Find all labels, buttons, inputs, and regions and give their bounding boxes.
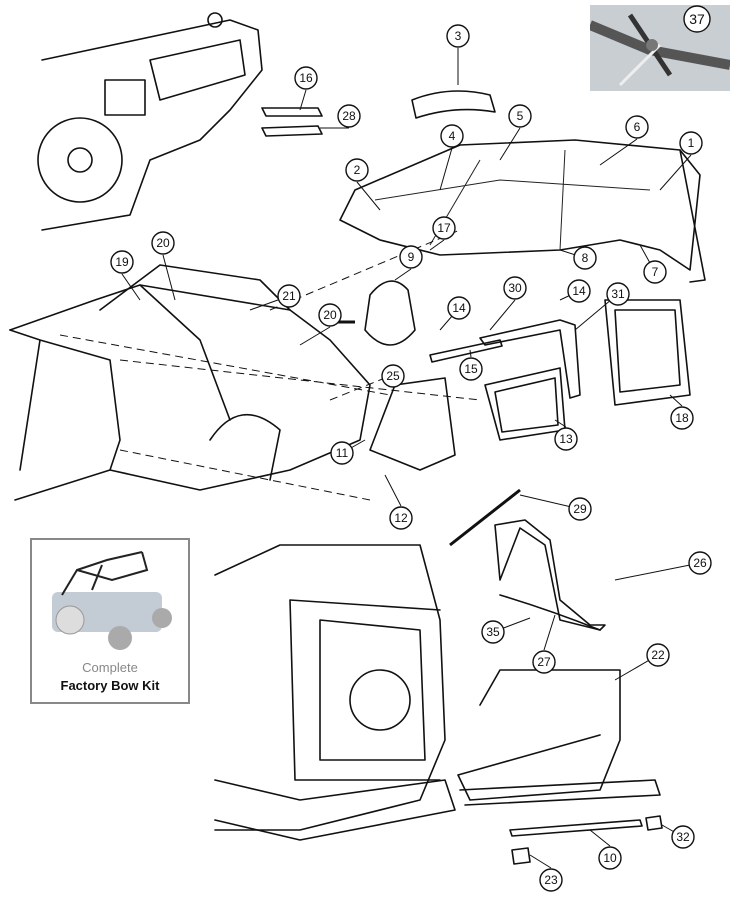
factory-bow-kit-box[interactable]: Complete Factory Bow Kit — [30, 538, 190, 704]
callout-20[interactable]: 20 — [151, 231, 175, 255]
svg-text:30: 30 — [508, 281, 522, 295]
callout-20b[interactable]: 20 — [318, 303, 342, 327]
svg-text:15: 15 — [464, 362, 478, 376]
svg-text:9: 9 — [408, 250, 415, 264]
kit-caption-line1: Complete — [82, 660, 138, 675]
callout-14[interactable]: 14 — [447, 296, 471, 320]
svg-text:2: 2 — [354, 163, 361, 177]
callout-18[interactable]: 18 — [670, 406, 694, 430]
callout-19[interactable]: 19 — [110, 250, 134, 274]
svg-text:35: 35 — [486, 625, 500, 639]
svg-text:22: 22 — [651, 648, 665, 662]
callout-16[interactable]: 16 — [294, 66, 318, 90]
svg-text:4: 4 — [449, 129, 456, 143]
svg-text:16: 16 — [299, 71, 313, 85]
svg-text:32: 32 — [676, 830, 690, 844]
svg-text:6: 6 — [634, 120, 641, 134]
svg-text:31: 31 — [611, 287, 625, 301]
callout-14b[interactable]: 14 — [567, 279, 591, 303]
svg-text:14: 14 — [572, 284, 586, 298]
callout-17[interactable]: 17 — [432, 216, 456, 240]
jeep-rear-illustration — [214, 544, 456, 841]
svg-text:17: 17 — [437, 221, 451, 235]
svg-text:18: 18 — [675, 411, 689, 425]
svg-text:10: 10 — [603, 851, 617, 865]
svg-text:29: 29 — [573, 502, 587, 516]
svg-text:11: 11 — [336, 446, 349, 460]
svg-text:28: 28 — [342, 109, 356, 123]
svg-text:26: 26 — [693, 556, 707, 570]
svg-text:23: 23 — [544, 873, 558, 887]
window-11-illustration — [369, 377, 456, 471]
soft-top-illustration — [339, 90, 706, 283]
svg-text:13: 13 — [559, 432, 573, 446]
svg-text:8: 8 — [582, 251, 589, 265]
callout-12[interactable]: 12 — [389, 506, 413, 530]
callout-6[interactable]: 6 — [625, 115, 649, 139]
callout-29[interactable]: 29 — [568, 497, 592, 521]
bow-kit-jeep-image — [52, 551, 172, 650]
callout-13[interactable]: 13 — [554, 427, 578, 451]
callout-28[interactable]: 28 — [337, 104, 361, 128]
svg-text:12: 12 — [394, 511, 408, 525]
callout-15[interactable]: 15 — [459, 357, 483, 381]
svg-text:1: 1 — [688, 136, 695, 150]
callout-37[interactable]: 37 — [683, 5, 711, 33]
callout-35[interactable]: 35 — [481, 620, 505, 644]
callout-30[interactable]: 30 — [503, 276, 527, 300]
svg-text:27: 27 — [537, 655, 551, 669]
callout-7[interactable]: 7 — [643, 260, 667, 284]
callout-1[interactable]: 1 — [679, 131, 703, 155]
svg-text:3: 3 — [455, 29, 462, 43]
svg-text:14: 14 — [452, 301, 466, 315]
callout-5[interactable]: 5 — [508, 104, 532, 128]
callout-22[interactable]: 22 — [646, 643, 670, 667]
callout-23[interactable]: 23 — [539, 868, 563, 892]
callout-21[interactable]: 21 — [277, 284, 301, 308]
callout-2[interactable]: 2 — [345, 158, 369, 182]
callout-4[interactable]: 4 — [440, 124, 464, 148]
callout-31[interactable]: 31 — [606, 282, 630, 306]
callout-25[interactable]: 25 — [381, 364, 405, 388]
svg-text:20: 20 — [323, 308, 337, 322]
callout-27[interactable]: 27 — [532, 650, 556, 674]
leader-lines — [59, 48, 701, 869]
dashboard-illustration — [37, 12, 263, 231]
callout-9[interactable]: 9 — [399, 245, 423, 269]
callout-11[interactable]: 11 — [330, 441, 354, 465]
svg-text:20: 20 — [156, 236, 170, 250]
callout-3[interactable]: 3 — [446, 24, 470, 48]
svg-text:21: 21 — [282, 289, 296, 303]
callout-8[interactable]: 8 — [573, 246, 597, 270]
kit-caption-line2: Factory Bow Kit — [60, 678, 160, 693]
vehicle-frame-illustration — [9, 264, 371, 501]
svg-text:7: 7 — [652, 265, 659, 279]
svg-text:19: 19 — [115, 255, 129, 269]
callout-32[interactable]: 32 — [671, 825, 695, 849]
callout-10[interactable]: 10 — [598, 846, 622, 870]
svg-text:25: 25 — [386, 369, 400, 383]
callout-26[interactable]: 26 — [688, 551, 712, 575]
svg-text:5: 5 — [517, 109, 524, 123]
